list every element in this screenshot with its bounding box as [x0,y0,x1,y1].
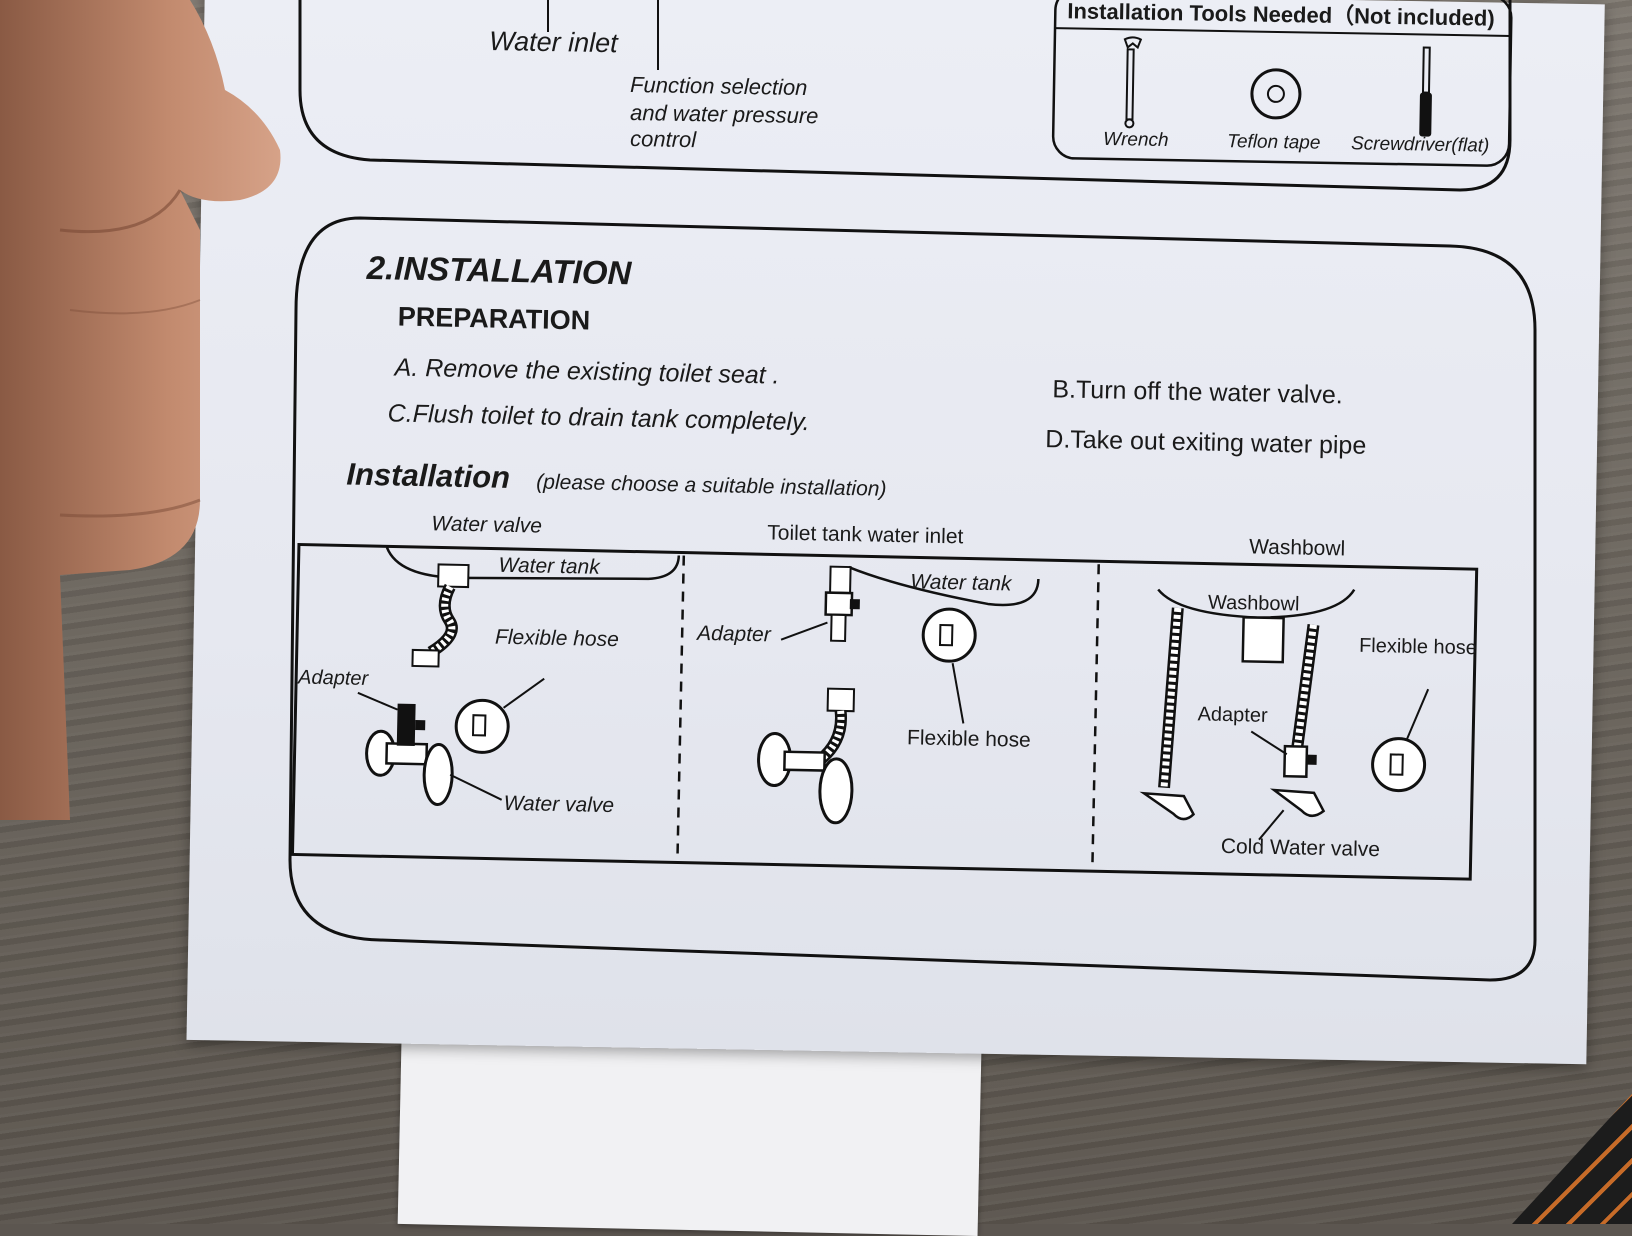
tools-box: Installation Tools Needed（Not included) … [1051,0,1513,167]
option2-valve-handle [818,757,854,825]
option3-detail-circle [1371,737,1427,793]
option1-adapter-label: Adapter [297,667,370,691]
option3-adapter-label: Adapter [1197,703,1268,726]
option2-title: Toilet tank water inlet [767,521,964,548]
function-selection-line1: Function selection [630,72,808,100]
step-d: D.Take out exiting water pipe [1045,425,1367,460]
tool-label-tape: Teflon tape [1227,131,1321,154]
option2-hose-label: Flexible hose [907,726,1031,752]
wrench-icon [1123,36,1143,129]
option1-adapter [396,703,416,746]
step-c: C.Flush toilet to drain tank completely. [387,399,809,436]
tools-title: Installation Tools Needed（Not included) [1067,0,1495,31]
option1-tank-label: Water tank [498,554,601,579]
water-inlet-label: Water inlet [489,26,620,58]
function-selection-line2: and water pressure [630,100,819,128]
option3-right-valve [1269,788,1326,818]
option3-bowl-label: Washbowl [1208,592,1300,616]
option3-drain [1241,616,1285,664]
option1-title: Water valve [431,512,542,537]
top-panel-border [298,0,1512,192]
option3-left-valve [1139,791,1196,821]
option3-adapter [1283,744,1309,778]
installation-note: (please choose a suitable installation) [536,470,887,500]
option2-adapter-label: Adapter [695,622,772,647]
option2-adapter [824,591,854,617]
step-a: A. Remove the existing toilet seat . [392,353,779,389]
option3-diagram: Washbowl Flexible hose Adapter Cold Wate… [1139,588,1477,861]
divider-1 [676,555,686,860]
option1-diagram: Water tank Flexible hose Adapter Water v… [297,546,681,817]
option1-valve-label: Water valve [503,792,614,817]
option2-diagram: Adapter Water tank Flexible hose [695,565,1040,825]
tape-icon [1250,68,1302,120]
option1-detail-circle [454,698,510,754]
tool-label-screwdriver: Screwdriver(flat) [1351,133,1490,156]
option3-valve-label: Cold Water valve [1221,835,1381,861]
option2-detail-circle [921,607,977,663]
divider-2 [1091,564,1100,869]
tool-label-wrench: Wrench [1103,129,1169,151]
option1-valve-handle [422,742,454,806]
option3-left-hose [1158,607,1184,789]
diagram-frame [290,542,1479,881]
step-b: B.Turn off the water valve. [1052,375,1343,409]
screwdriver-icon [1419,46,1432,137]
option1-tank-nut [437,563,470,589]
option1-hose-label: Flexible hose [495,626,619,652]
prep-title: PREPARATION [397,302,590,336]
installation-heading: Installation [346,456,510,494]
option3-title: Washbowl [1249,535,1346,560]
option2-water-tank [848,565,1040,607]
section-title: 2.INSTALLATION [365,249,632,292]
installation-content: 2.INSTALLATION PREPARATION A. Remove the… [290,249,1479,881]
installation-panel-border [288,216,1537,982]
option2-tank-label: Water tank [910,570,1013,595]
function-selection-line3: control [630,126,698,152]
option3-hose-label: Flexible hose [1359,635,1477,659]
